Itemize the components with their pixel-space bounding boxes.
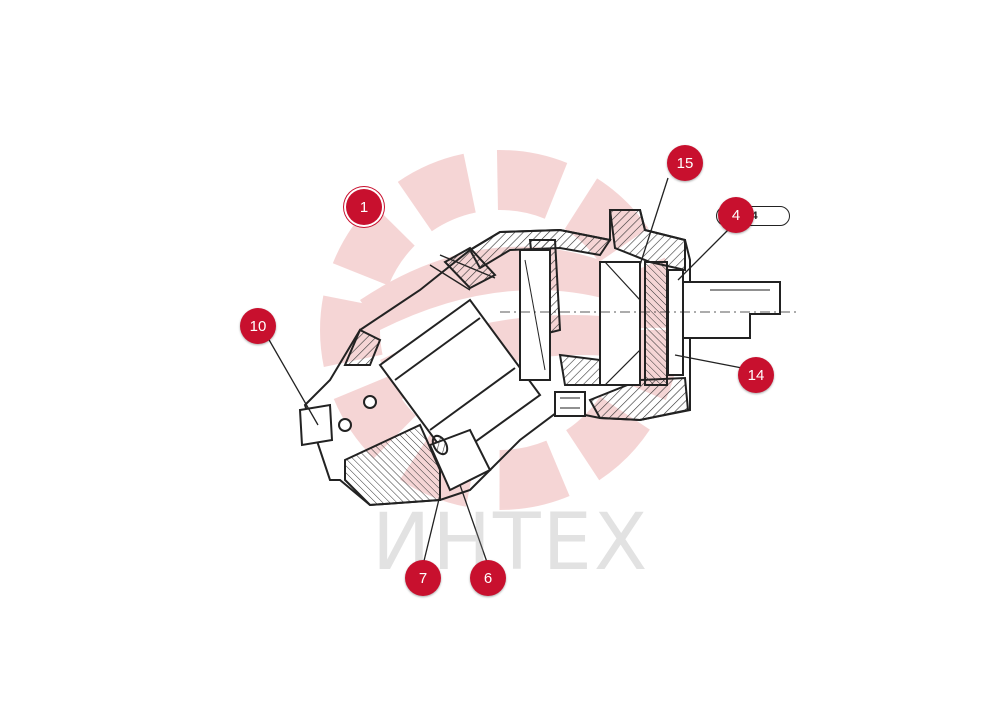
callout-1[interactable]: 1 <box>346 189 382 225</box>
leader-lines <box>267 177 743 566</box>
callout-7[interactable]: 7 <box>405 560 441 596</box>
callout-14[interactable]: 14 <box>738 357 774 393</box>
callout-4[interactable]: 4 <box>718 197 754 233</box>
pump-housing <box>298 209 800 507</box>
callout-15[interactable]: 15 <box>667 145 703 181</box>
callout-10[interactable]: 10 <box>240 308 276 344</box>
callout-6[interactable]: 6 <box>470 560 506 596</box>
